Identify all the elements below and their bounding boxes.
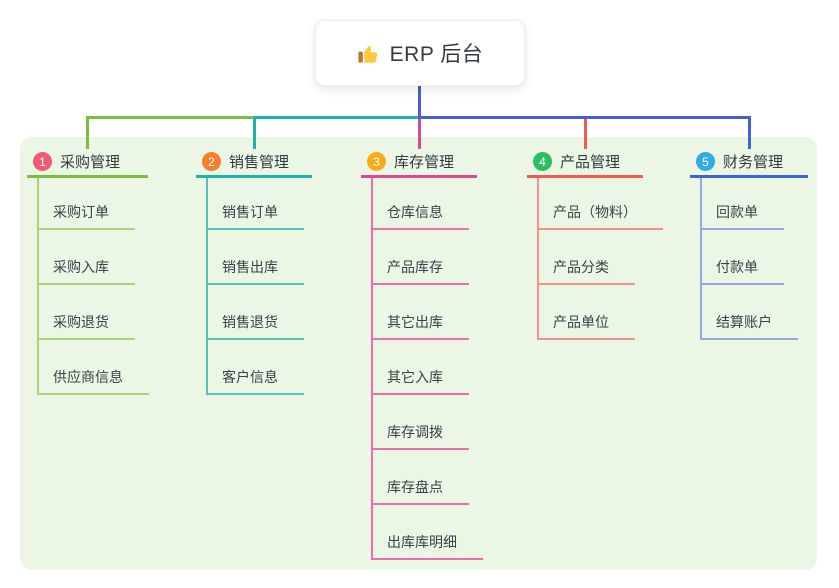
leaf-node[interactable]: 销售退货 <box>206 310 304 340</box>
leaf-node[interactable]: 销售订单 <box>206 200 304 230</box>
leaf-label: 库存调拨 <box>387 424 443 440</box>
leaf-label: 产品分类 <box>553 259 609 275</box>
leaf-node[interactable]: 采购订单 <box>37 200 135 230</box>
leaf-node[interactable]: 其它入库 <box>371 365 469 395</box>
leaf-label: 出库库明细 <box>387 534 457 550</box>
leaf-node[interactable]: 产品库存 <box>371 255 469 285</box>
root-stem-line <box>417 84 421 119</box>
leaf-node[interactable]: 其它出库 <box>371 310 469 340</box>
leaf-node[interactable]: 库存调拨 <box>371 420 469 450</box>
leaf-label: 客户信息 <box>222 369 278 385</box>
leaf-label: 采购退货 <box>53 314 109 330</box>
root-label: ERP 后台 <box>389 43 484 66</box>
leaf-label: 回款单 <box>716 204 758 220</box>
branch-label: 采购管理 <box>60 154 121 171</box>
subtree-connector-line <box>37 178 39 395</box>
branch-drop-line-1 <box>85 119 89 149</box>
leaf-label: 仓库信息 <box>387 204 443 220</box>
leaf-node[interactable]: 销售出库 <box>206 255 304 285</box>
trunk-segment-green <box>86 116 254 119</box>
branch-number-badge: 3 <box>367 152 386 171</box>
leaf-label: 结算账户 <box>716 314 772 330</box>
branch-label: 销售管理 <box>229 154 290 171</box>
leaf-label: 库存盘点 <box>387 479 443 495</box>
leaf-label: 销售退货 <box>222 314 278 330</box>
branch-number-badge: 2 <box>202 152 221 171</box>
leaf-node[interactable]: 产品分类 <box>537 255 635 285</box>
subtree-connector-line <box>537 178 539 340</box>
leaf-node[interactable]: 产品（物料） <box>537 200 663 230</box>
branches-panel-background <box>20 137 817 570</box>
leaf-node[interactable]: 库存盘点 <box>371 475 469 505</box>
trunk-segment-blue <box>418 116 751 119</box>
leaf-node[interactable]: 回款单 <box>700 200 784 230</box>
leaf-label: 供应商信息 <box>53 369 123 385</box>
leaf-label: 产品单位 <box>553 314 609 330</box>
leaf-node[interactable]: 出库库明细 <box>371 530 483 560</box>
branch-label: 产品管理 <box>560 154 621 171</box>
branch-number-badge: 4 <box>533 152 552 171</box>
leaf-label: 产品库存 <box>387 259 443 275</box>
branch-node-1[interactable]: 1 采购管理 <box>27 148 148 178</box>
leaf-label: 产品（物料） <box>553 204 637 220</box>
leaf-node[interactable]: 结算账户 <box>700 310 798 340</box>
leaf-node[interactable]: 客户信息 <box>206 365 304 395</box>
leaf-node[interactable]: 付款单 <box>700 255 784 285</box>
leaf-label: 付款单 <box>716 259 758 275</box>
branch-drop-line-2 <box>252 119 256 149</box>
subtree-connector-line <box>206 178 208 395</box>
branch-number-badge: 1 <box>33 152 52 171</box>
branch-drop-line-5 <box>747 119 751 149</box>
branch-label: 库存管理 <box>394 154 455 171</box>
leaf-node[interactable]: 采购入库 <box>37 255 135 285</box>
leaf-label: 其它入库 <box>387 369 443 385</box>
trunk-segment-teal <box>254 116 420 119</box>
branch-node-3[interactable]: 3 库存管理 <box>361 148 477 178</box>
subtree-connector-line <box>371 178 373 560</box>
branch-node-2[interactable]: 2 销售管理 <box>196 148 312 178</box>
branch-node-4[interactable]: 4 产品管理 <box>527 148 643 178</box>
subtree-connector-line <box>700 178 702 340</box>
leaf-node[interactable]: 采购退货 <box>37 310 135 340</box>
branch-drop-line-4 <box>583 119 587 149</box>
leaf-label: 销售出库 <box>222 259 278 275</box>
leaf-label: 采购入库 <box>53 259 109 275</box>
branch-node-5[interactable]: 5 财务管理 <box>690 148 808 178</box>
branch-number-badge: 5 <box>696 152 715 171</box>
leaf-label: 销售订单 <box>222 204 278 220</box>
branch-drop-line-3 <box>417 119 421 149</box>
leaf-node[interactable]: 仓库信息 <box>371 200 469 230</box>
leaf-node[interactable]: 产品单位 <box>537 310 635 340</box>
leaf-label: 其它出库 <box>387 314 443 330</box>
root-node[interactable]: ERP 后台 <box>315 20 525 86</box>
leaf-label: 采购订单 <box>53 204 109 220</box>
thumbs-up-icon <box>358 45 377 63</box>
leaf-node[interactable]: 供应商信息 <box>37 365 149 395</box>
branch-label: 财务管理 <box>723 154 784 171</box>
